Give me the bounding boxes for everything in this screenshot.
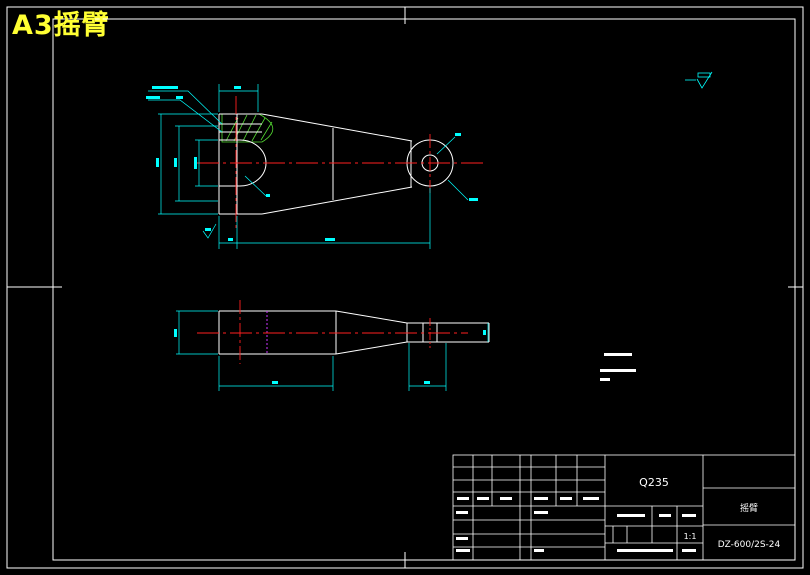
technical-notes (600, 353, 636, 381)
surface-roughness-symbol (685, 71, 713, 89)
front-view-centerlines (197, 96, 485, 230)
material-text: Q235 (639, 476, 669, 489)
sheet-border (6, 6, 804, 569)
top-view-centerlines (197, 300, 468, 364)
top-view (174, 300, 490, 391)
scale-text: 1:1 (684, 532, 697, 541)
drawing-number-text: DZ-600/2S-24 (718, 540, 781, 550)
front-view-dimensions (148, 84, 469, 249)
title-block (452, 454, 796, 561)
front-view-dimension-marks (146, 86, 478, 241)
part-name-text: 摇臂 (740, 502, 758, 514)
top-view-outline (218, 310, 490, 355)
top-view-dimensions (176, 310, 489, 391)
drawing-title: A3摇臂 (12, 10, 110, 41)
section-hatch (221, 113, 274, 143)
title-block-header-marks (456, 497, 696, 552)
front-view (146, 84, 485, 249)
top-view-dimension-marks (174, 329, 486, 384)
front-view-outline (218, 113, 454, 215)
